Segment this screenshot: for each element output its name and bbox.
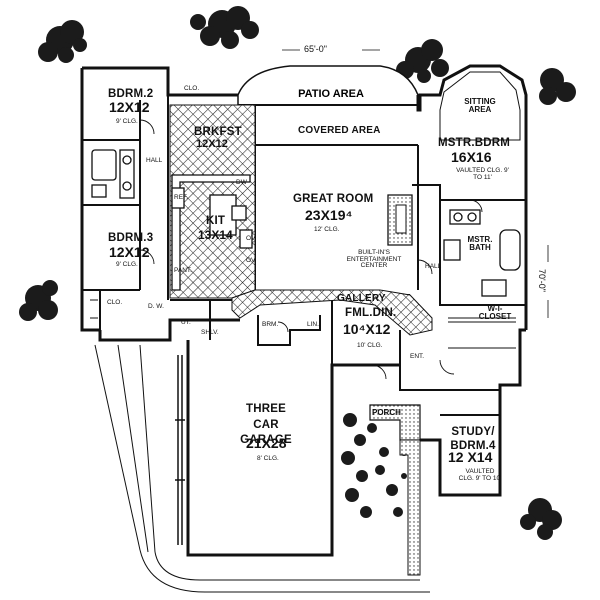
kitchen-fixtures xyxy=(171,174,253,291)
pant-label: PANT. xyxy=(174,267,192,274)
driveway xyxy=(94,344,430,593)
depth-dimension: 70'-0" xyxy=(536,269,547,292)
shlv-label: SHLV. xyxy=(201,329,219,336)
mstr-bdrm-label: MSTR.BDRM xyxy=(438,137,511,149)
fml-din-size: 10⁴X12 xyxy=(343,321,391,337)
great-room-label: GREAT ROOM xyxy=(293,193,374,205)
clo-label: CLO. xyxy=(184,85,200,92)
door-swings xyxy=(139,119,483,380)
tree-bottom-right xyxy=(520,498,562,540)
gallery-label: GALLERY xyxy=(337,293,386,304)
tree-far-right xyxy=(539,68,576,105)
garage-size: 21X28 xyxy=(246,435,287,451)
tree-top-center xyxy=(190,6,259,49)
clo-label-2: CLO. xyxy=(107,299,123,306)
patio-area: PATIO AREA xyxy=(237,65,419,106)
dimension-lines xyxy=(282,49,549,318)
garage-note: 8' CLG. xyxy=(257,455,279,462)
bathroom-fixtures xyxy=(91,149,521,297)
ent-label: ENT. xyxy=(410,353,425,360)
bathtub-hall xyxy=(91,149,117,181)
porch-label: PORCH xyxy=(372,408,401,417)
sitting-label: SITTING AREA xyxy=(464,97,496,114)
brm-label: BRM. xyxy=(262,321,279,328)
study-label: STUDY/ BDRM.4 xyxy=(450,426,496,452)
brkfst-size: 12X12 xyxy=(196,138,228,150)
bdrm2-label: BDRM.2 xyxy=(108,88,154,100)
great-room-size: 23X19⁴ xyxy=(305,207,353,223)
refrigerator xyxy=(171,187,185,209)
bdrm3-label: BDRM.3 xyxy=(108,232,154,244)
closet-label: W-I- CLOSET xyxy=(478,304,512,321)
tree-top-left xyxy=(38,20,87,63)
mstr-bdrm-note: VAULTED CLG. 9' TO 11' xyxy=(456,167,509,181)
exterior-walls xyxy=(80,64,528,557)
bdrm3-note: 9' CLG. xyxy=(116,261,138,268)
garage-label: THREE CAR GARAGE xyxy=(240,403,292,447)
kit-label: KIT xyxy=(206,215,226,227)
kitchen-counter xyxy=(171,174,251,291)
hall-label: HALL xyxy=(146,157,163,164)
fml-din-label: FML.DIN. xyxy=(345,307,397,319)
shower-master xyxy=(443,239,461,261)
lin-label: LIN. xyxy=(307,321,319,328)
dw-label: DW xyxy=(236,179,247,186)
patio-label: PATIO AREA xyxy=(298,88,364,100)
mstr-bdrm-size: 16X16 xyxy=(451,149,492,165)
ov-label: OV. xyxy=(246,235,257,242)
mstr-bath-label: MSTR. BATH xyxy=(467,235,493,252)
bdrm2-size: 12X12 xyxy=(109,99,150,115)
hall-label-2: HALL xyxy=(425,263,442,270)
ref-label: REF. xyxy=(174,194,189,201)
great-room-note: 12' CLG. xyxy=(314,226,340,233)
brkfst-label: BRKFST xyxy=(194,126,242,138)
covered-area-label: COVERED AREA xyxy=(298,125,381,136)
garage-doors xyxy=(175,355,185,545)
bdrm3-size: 12X12 xyxy=(109,244,150,260)
bdrm2-note: 9' CLG. xyxy=(116,118,138,125)
study-note: VAULTED CLG. 9' TO 10' xyxy=(458,468,502,482)
entertainment-label: BUILT-IN'S ENTERTAINMENT CENTER xyxy=(346,249,402,269)
ut-label: UT. xyxy=(181,319,191,326)
closet-shelves xyxy=(90,299,516,349)
tree-left-mid xyxy=(19,280,58,321)
kit-size: 13X14 xyxy=(198,228,233,242)
porch xyxy=(369,404,421,576)
study-size: 12 X14 xyxy=(448,449,493,465)
fml-din-note: 10' CLG. xyxy=(357,342,383,349)
wd-label: D. W. xyxy=(148,303,164,310)
tub-master xyxy=(499,229,521,271)
width-dimension: 65'-0" xyxy=(304,44,327,54)
ov-label-2: OV. xyxy=(246,257,257,264)
fireplace xyxy=(387,194,413,246)
